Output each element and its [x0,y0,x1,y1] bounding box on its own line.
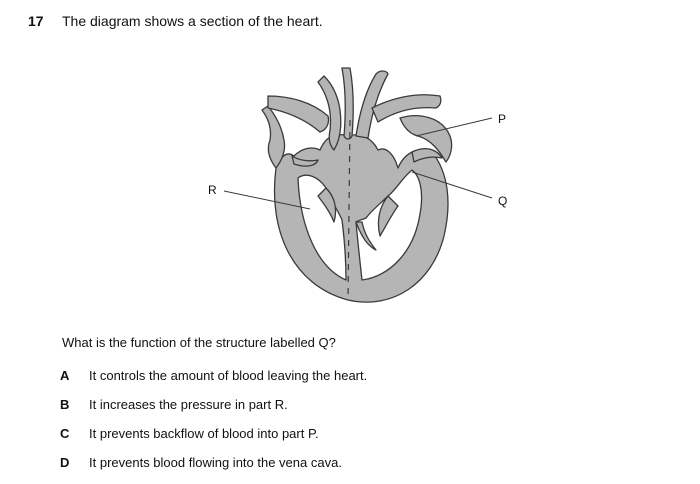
septum-spur [355,221,377,251]
label-p-leader [415,117,493,137]
option-letter: B [60,397,70,412]
option-c[interactable]: C It prevents backflow of blood into par… [60,426,367,455]
label-p: P [498,112,506,126]
label-r-leader [223,190,311,210]
aorta-trunk [341,67,354,140]
valve-flap-right [377,195,399,237]
question-prompt: What is the function of the structure la… [62,335,336,350]
option-text: It increases the pressure in part R. [89,397,288,412]
option-letter: A [60,368,70,383]
question-number: 17 [28,13,44,29]
left-upper-vessel [267,95,330,133]
label-q: Q [498,194,507,208]
option-d[interactable]: D It prevents blood flowing into the ven… [60,455,367,484]
valve-flap-left [317,187,337,223]
left-vein [261,105,286,169]
right-vein [399,115,453,163]
option-letter: C [60,426,70,441]
right-upper-vessel [371,94,442,123]
right-lower-vessel [411,147,443,163]
label-r: R [208,183,217,197]
option-letter: D [60,455,70,470]
heart-muscle-wall [273,133,449,303]
option-b[interactable]: B It increases the pressure in part R. [60,397,367,426]
lower-left-vessel [291,155,319,167]
answer-options: A It controls the amount of blood leavin… [60,368,367,484]
label-q-leader [411,171,493,199]
question-stem: The diagram shows a section of the heart… [62,13,323,29]
option-a[interactable]: A It controls the amount of blood leavin… [60,368,367,397]
option-text: It prevents backflow of blood into part … [89,426,319,441]
aorta-left-branch [317,75,342,151]
option-text: It controls the amount of blood leaving … [89,368,368,383]
heart-section-diagram: P Q R [208,67,507,303]
option-text: It prevents blood flowing into the vena … [89,455,342,470]
